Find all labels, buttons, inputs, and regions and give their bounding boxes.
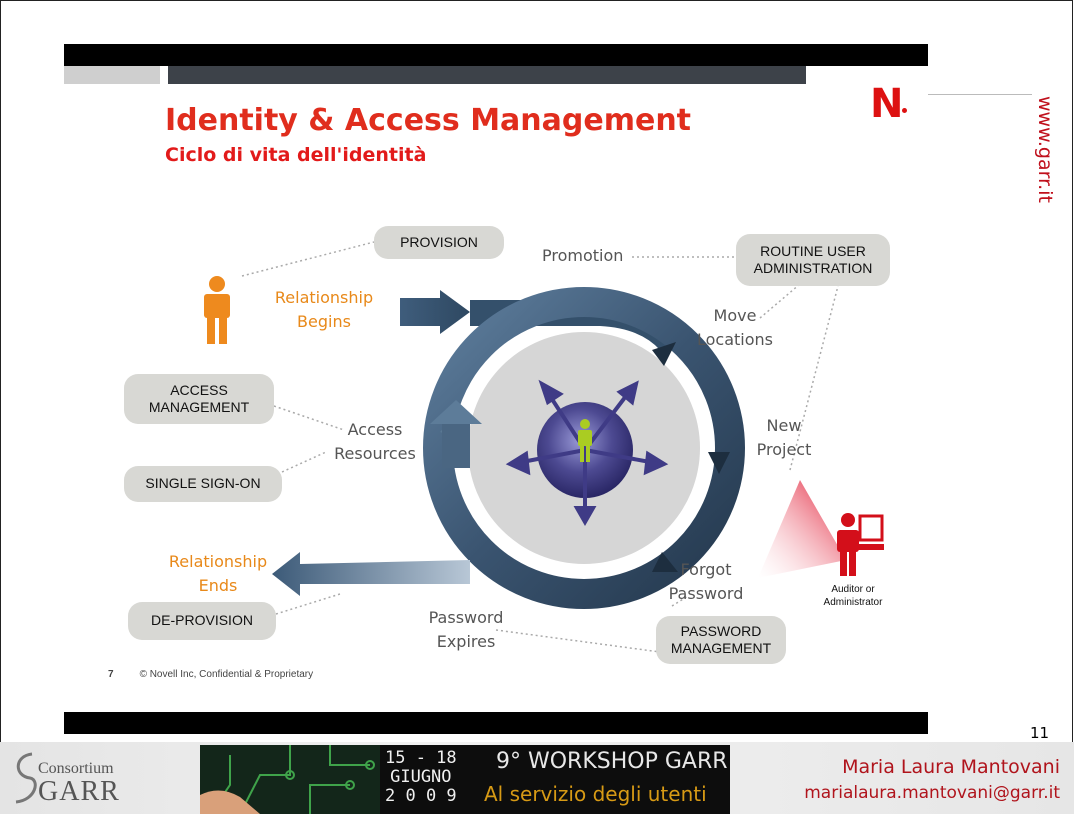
header-dark-bar xyxy=(168,66,806,84)
node-password-label-1: PASSWORD xyxy=(680,622,762,639)
label-move-locations: Move Locations xyxy=(690,304,780,352)
node-de-provision: DE-PROVISION xyxy=(128,602,276,640)
dates-year: 2 0 0 9 xyxy=(385,786,457,806)
node-provision: PROVISION xyxy=(374,226,504,259)
ring-up-arrowhead xyxy=(430,400,482,424)
copyright-line: 7 © Novell Inc, Confidential & Proprietar… xyxy=(108,669,313,680)
novell-logo: N xyxy=(870,81,904,127)
label-move-2: Locations xyxy=(696,330,773,349)
label-promotion: Promotion xyxy=(542,246,624,265)
label-new-project-2: Project xyxy=(756,440,812,459)
lifecycle-ring xyxy=(423,287,745,609)
label-new-project-1: New xyxy=(766,416,802,435)
label-move-1: Move xyxy=(713,306,757,325)
node-routine-user-administration: ROUTINE USER ADMINISTRATION xyxy=(736,234,890,286)
author-name: Maria Laura Mantovani xyxy=(842,756,1060,778)
node-deprovision-label: DE-PROVISION xyxy=(151,612,253,629)
workshop-title: 9° WORKSHOP GARR xyxy=(496,749,728,774)
workshop-dates: 15 - 18 GIUGNO 2 0 0 9 xyxy=(385,749,457,806)
logo-divider xyxy=(928,94,1032,95)
node-access-management: ACCESS MANAGEMENT xyxy=(124,374,274,424)
page-number: 11 xyxy=(1030,724,1050,742)
label-expires-1: Password xyxy=(428,608,504,627)
ring-chevron xyxy=(652,342,676,366)
label-rel-begins-1: Relationship xyxy=(274,288,374,307)
dates-days: 15 - 18 xyxy=(385,748,457,768)
novell-logo-dot xyxy=(902,108,907,113)
node-routine-label-2: ADMINISTRATION xyxy=(753,260,873,276)
node-password-label-2: MANAGEMENT xyxy=(670,640,772,656)
node-access-label-2: MANAGEMENT xyxy=(148,399,250,415)
bottom-bar xyxy=(64,712,928,734)
label-forgot-password: Forgot Password xyxy=(664,558,748,606)
node-access-label-1: ACCESS xyxy=(170,381,228,398)
garr-logo: GARR xyxy=(38,776,120,807)
consortium-label: Consortium xyxy=(38,760,114,777)
label-forgot-2: Password xyxy=(668,584,744,603)
label-rel-ends-2: Ends xyxy=(198,576,238,595)
label-expires-2: Expires xyxy=(436,632,496,651)
workshop-banner xyxy=(200,745,730,814)
inner-slide-number: 7 xyxy=(108,669,114,680)
workshop-tagline: Al servizio degli utenti xyxy=(484,782,707,806)
circuit-graphic xyxy=(200,745,380,814)
label-rel-ends-1: Relationship xyxy=(168,552,268,571)
label-access-resources: Access Resources xyxy=(330,418,420,466)
ring-chevron xyxy=(652,552,678,572)
user-person-icon xyxy=(204,276,230,344)
label-new-project: New Project xyxy=(744,414,824,462)
label-access-res-2: Resources xyxy=(334,444,416,463)
label-password-expires: Password Expires xyxy=(420,606,512,654)
ring-chevron xyxy=(708,452,730,474)
node-password-management: PASSWORD MANAGEMENT xyxy=(656,616,786,664)
outgoing-arrow xyxy=(272,552,470,596)
auditor-person-icon xyxy=(837,513,884,576)
node-routine-label-1: ROUTINE USER xyxy=(760,242,866,259)
label-auditor-1: Auditor or xyxy=(831,584,875,595)
node-single-sign-on: SINGLE SIGN-ON xyxy=(124,466,282,502)
ring-up-segment xyxy=(442,420,470,468)
lifecycle-diagram xyxy=(204,241,884,653)
connector-lines xyxy=(241,241,839,653)
slide-subtitle: Ciclo di vita dell'identità xyxy=(165,144,427,166)
center-person-icon xyxy=(578,419,592,462)
slide-title: Identity & Access Management xyxy=(165,103,692,138)
auditor-beam xyxy=(758,480,846,578)
label-relationship-ends: Relationship Ends xyxy=(160,550,276,598)
header-grey-block xyxy=(64,66,160,84)
label-auditor-2: Administrator xyxy=(823,596,883,608)
author-email[interactable]: marialaura.mantovani@garr.it xyxy=(804,783,1060,803)
dates-month: GIUGNO xyxy=(390,767,452,787)
label-access-res-1: Access xyxy=(347,420,403,439)
label-forgot-1: Forgot xyxy=(680,560,732,579)
node-provision-label: PROVISION xyxy=(400,233,478,250)
header-bar xyxy=(64,44,928,66)
label-relationship-begins: Relationship Begins xyxy=(268,286,380,334)
label-rel-begins-2: Begins xyxy=(297,312,351,331)
garr-logo-icon xyxy=(15,752,37,804)
label-auditor: Auditor or Administrator xyxy=(808,584,898,609)
incoming-arrow xyxy=(400,290,470,334)
copyright-text: © Novell Inc, Confidential & Proprietary xyxy=(139,669,314,680)
node-sso-label: SINGLE SIGN-ON xyxy=(145,475,261,492)
